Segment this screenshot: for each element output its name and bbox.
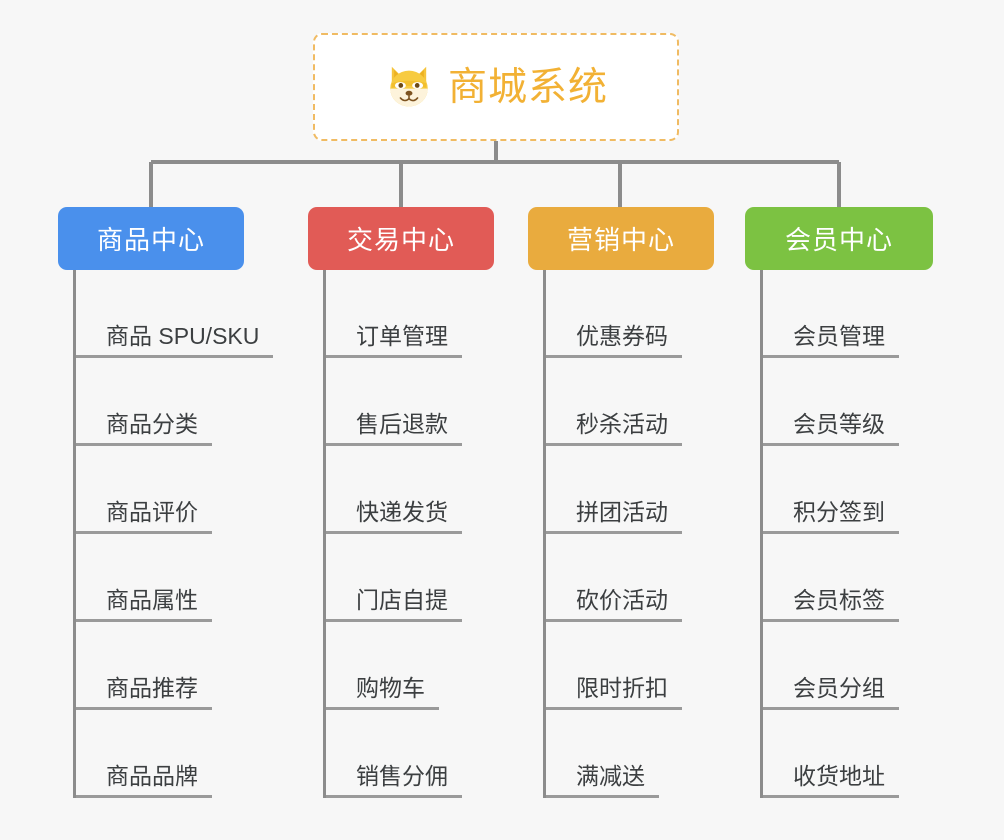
category-header-1[interactable]: 交易中心 xyxy=(308,207,494,270)
leaf-label: 商品分类 xyxy=(106,410,198,437)
leaf-label: 购物车 xyxy=(356,674,425,701)
leaf-list-2: 优惠券码 秒杀活动 拼团活动 砍价活动 限时折扣 满减送 xyxy=(543,270,748,798)
category-header-label: 交易中心 xyxy=(346,225,455,255)
list-item[interactable]: 商品品牌 xyxy=(76,710,278,798)
list-item[interactable]: 优惠券码 xyxy=(546,270,748,358)
category-column-1: 交易中心 订单管理 售后退款 快递发货 门店自提 购物车 销售分佣 xyxy=(308,207,528,798)
list-item[interactable]: 会员管理 xyxy=(763,270,965,358)
leaf-label: 商品评价 xyxy=(106,498,198,525)
category-header-0[interactable]: 商品中心 xyxy=(58,207,244,270)
list-item[interactable]: 购物车 xyxy=(326,622,528,710)
list-item[interactable]: 会员等级 xyxy=(763,358,965,446)
list-item[interactable]: 商品评价 xyxy=(76,446,278,534)
list-item[interactable]: 限时折扣 xyxy=(546,622,748,710)
shiba-dog-face-icon xyxy=(384,62,434,112)
leaf-label: 会员管理 xyxy=(793,322,885,349)
list-item[interactable]: 商品分类 xyxy=(76,358,278,446)
leaf-label: 限时折扣 xyxy=(576,674,668,701)
list-item[interactable]: 售后退款 xyxy=(326,358,528,446)
category-column-0: 商品中心 商品 SPU/SKU 商品分类 商品评价 商品属性 商品推荐 商品品牌 xyxy=(58,207,278,798)
list-item[interactable]: 收货地址 xyxy=(763,710,965,798)
leaf-label: 满减送 xyxy=(576,762,645,789)
leaf-label: 秒杀活动 xyxy=(576,410,668,437)
leaf-label: 门店自提 xyxy=(356,586,448,613)
leaf-label: 销售分佣 xyxy=(356,762,448,789)
category-column-3: 会员中心 会员管理 会员等级 积分签到 会员标签 会员分组 收货地址 xyxy=(745,207,965,798)
list-item[interactable]: 商品属性 xyxy=(76,534,278,622)
root-node[interactable]: 商城系统 xyxy=(313,33,679,141)
leaf-label: 会员分组 xyxy=(793,674,885,701)
category-header-2[interactable]: 营销中心 xyxy=(528,207,714,270)
list-item[interactable]: 拼团活动 xyxy=(546,446,748,534)
list-item[interactable]: 商品推荐 xyxy=(76,622,278,710)
list-item[interactable]: 快递发货 xyxy=(326,446,528,534)
leaf-label: 收货地址 xyxy=(793,762,885,789)
category-column-2: 营销中心 优惠券码 秒杀活动 拼团活动 砍价活动 限时折扣 满减送 xyxy=(528,207,748,798)
leaf-label: 积分签到 xyxy=(793,498,885,525)
list-item[interactable]: 销售分佣 xyxy=(326,710,528,798)
list-item[interactable]: 秒杀活动 xyxy=(546,358,748,446)
list-item[interactable]: 积分签到 xyxy=(763,446,965,534)
root-title: 商城系统 xyxy=(447,65,608,109)
list-item[interactable]: 订单管理 xyxy=(326,270,528,358)
leaf-label: 砍价活动 xyxy=(576,586,668,613)
leaf-label: 商品 SPU/SKU xyxy=(106,322,260,349)
leaf-label: 优惠券码 xyxy=(576,322,668,349)
leaf-label: 商品推荐 xyxy=(106,674,198,701)
category-header-3[interactable]: 会员中心 xyxy=(745,207,933,270)
leaf-label: 售后退款 xyxy=(356,410,448,437)
list-item[interactable]: 会员标签 xyxy=(763,534,965,622)
leaf-label: 会员标签 xyxy=(793,586,885,613)
category-header-label: 商品中心 xyxy=(96,225,205,255)
leaf-label: 拼团活动 xyxy=(576,498,668,525)
list-item[interactable]: 商品 SPU/SKU xyxy=(76,270,278,358)
leaf-label: 快递发货 xyxy=(356,498,448,525)
category-header-label: 会员中心 xyxy=(784,225,893,255)
category-header-label: 营销中心 xyxy=(566,225,675,255)
leaf-list-3: 会员管理 会员等级 积分签到 会员标签 会员分组 收货地址 xyxy=(760,270,965,798)
category-columns: 商品中心 商品 SPU/SKU 商品分类 商品评价 商品属性 商品推荐 商品品牌… xyxy=(0,207,1004,840)
leaf-label: 商品品牌 xyxy=(106,762,198,789)
list-item[interactable]: 会员分组 xyxy=(763,622,965,710)
list-item[interactable]: 门店自提 xyxy=(326,534,528,622)
list-item[interactable]: 砍价活动 xyxy=(546,534,748,622)
list-item[interactable]: 满减送 xyxy=(546,710,748,798)
leaf-list-1: 订单管理 售后退款 快递发货 门店自提 购物车 销售分佣 xyxy=(323,270,528,798)
leaf-label: 订单管理 xyxy=(356,322,448,349)
leaf-list-0: 商品 SPU/SKU 商品分类 商品评价 商品属性 商品推荐 商品品牌 xyxy=(73,270,278,798)
leaf-label: 商品属性 xyxy=(106,586,198,613)
leaf-label: 会员等级 xyxy=(793,410,885,437)
